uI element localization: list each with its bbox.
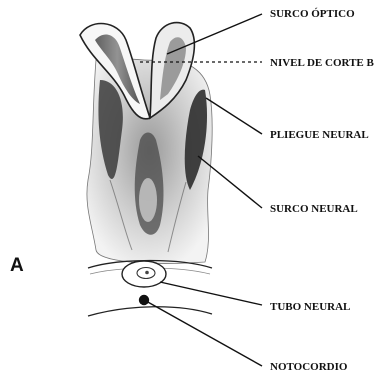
label-surco-optico: SURCO ÓPTICO bbox=[270, 8, 355, 20]
neural-tube bbox=[122, 261, 166, 287]
label-pliegue-neural: PLIEGUE NEURAL bbox=[270, 129, 369, 141]
label-nivel-corte: NIVEL DE CORTE B bbox=[270, 57, 374, 69]
label-tubo-neural: TUBO NEURAL bbox=[270, 301, 350, 313]
notochord bbox=[139, 295, 149, 305]
embryo-body bbox=[87, 58, 212, 263]
label-surco-neural: SURCO NEURAL bbox=[270, 203, 358, 215]
panel-letter: A bbox=[10, 255, 24, 276]
cross-section-b bbox=[88, 261, 212, 317]
label-notocordio: NOTOCORDIO bbox=[270, 361, 348, 373]
